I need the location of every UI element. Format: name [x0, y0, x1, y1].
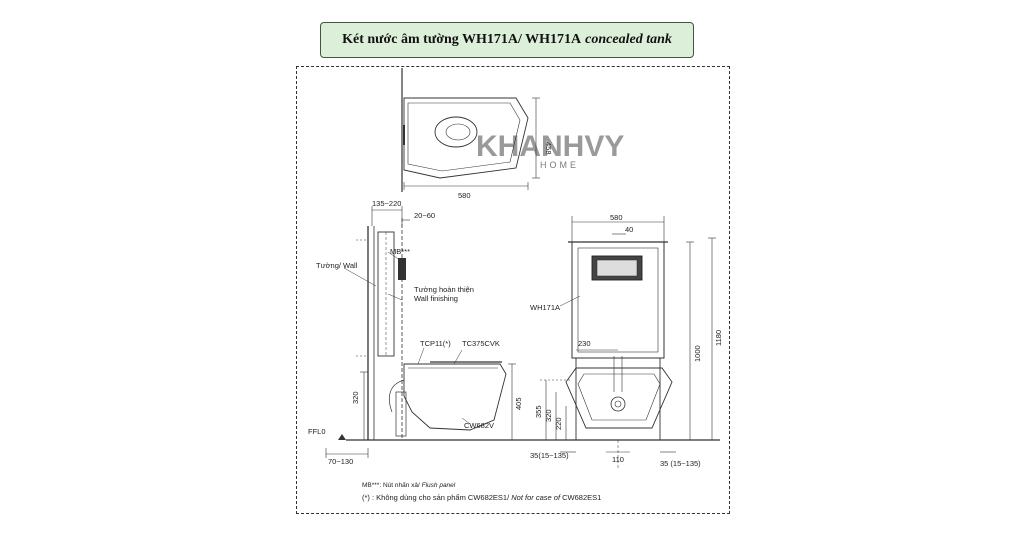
front-dim-left-bottom: 35(15~135) [530, 451, 569, 460]
front-dim-40: 40 [625, 225, 633, 234]
note-mb-prefix: MB***: Nút nhấn xả/ [362, 480, 420, 489]
side-dim-floor: 70~130 [328, 457, 353, 466]
label-seat: TC375CVK [462, 339, 500, 348]
top-view [401, 68, 540, 192]
label-finish-en: Wall finishing [414, 294, 458, 303]
front-dim-230: 230 [578, 339, 591, 348]
label-wall: Tường/ Wall [316, 261, 358, 270]
front-dim-355: 355 [534, 405, 543, 418]
label-ffl: FFL0 [308, 427, 326, 436]
watermark-sub: HOME [540, 160, 579, 170]
note-star: (*) : Không dùng cho sản phẩm CW682ES1/ … [362, 493, 601, 502]
watermark-brand: KHANHVY [476, 130, 624, 163]
front-dim-110: 110 [612, 455, 624, 464]
front-view [540, 216, 716, 470]
front-dim-1180: 1180 [714, 330, 723, 346]
label-tcp: TCP11(*) [420, 339, 451, 348]
note-mb-italic: Flush panel [422, 482, 456, 489]
side-dim-wall-gap: 135~220 [372, 199, 401, 208]
note-star-italic: Not for case of [511, 493, 561, 502]
label-tank: WH171A [530, 303, 560, 312]
label-bowl: CW682V [464, 421, 494, 430]
label-finish-vi: Tường hoàn thiện [414, 285, 474, 294]
note-star-suffix: CW682ES1 [562, 493, 601, 502]
title-banner: Két nước âm tường WH171A/ WH171A conceal… [320, 22, 694, 58]
note-mb: MB***: Nút nhấn xả/ Flush panel [362, 480, 456, 489]
front-dim-1000: 1000 [693, 345, 702, 362]
note-star-prefix: (*) : Không dùng cho sản phẩm CW682ES1/ [362, 493, 510, 502]
front-dim-width: 580 [610, 213, 623, 222]
side-dim-320: 320 [351, 391, 360, 404]
title-text: Két nước âm tường WH171A/ WH171A [342, 32, 582, 47]
top-dim-depth: 458 [544, 142, 553, 155]
title-italic: concealed tank [585, 32, 672, 47]
side-dim-finish: 20~60 [414, 211, 435, 220]
front-dim-right-bottom: 35 (15~135) [660, 459, 701, 468]
side-dim-405: 405 [514, 397, 523, 410]
side-view [325, 206, 720, 458]
top-dim-width: 580 [458, 191, 471, 200]
drawing-frame [296, 66, 730, 514]
front-dim-320: 320 [544, 409, 553, 422]
label-mb: MB*** [390, 247, 410, 256]
front-dim-220: 220 [554, 417, 563, 430]
